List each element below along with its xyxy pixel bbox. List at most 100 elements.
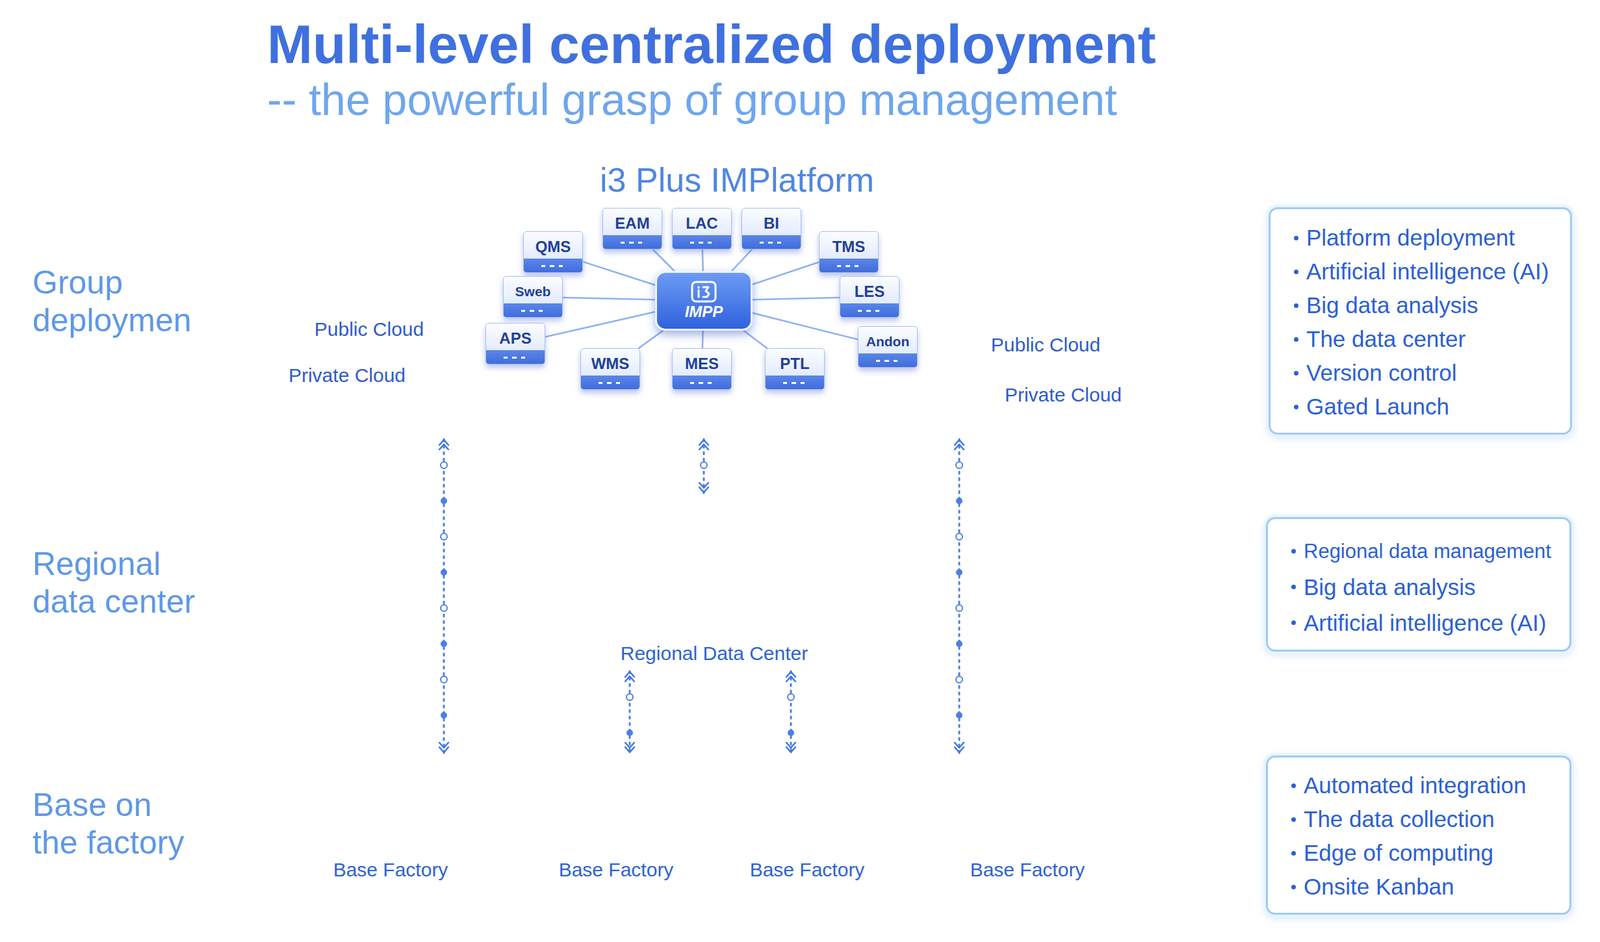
link-bead bbox=[440, 605, 448, 612]
factory-building bbox=[336, 753, 495, 853]
module-label: LES bbox=[848, 282, 891, 302]
link-beads bbox=[955, 462, 963, 719]
list-row: Gated Launch bbox=[1293, 389, 1556, 424]
cloud-part bbox=[276, 350, 452, 398]
module-box: TMS bbox=[818, 231, 879, 273]
factory-tile: Base Factory bbox=[289, 753, 517, 901]
module-box: QMS bbox=[523, 231, 583, 273]
module-box: BI bbox=[741, 207, 802, 250]
server-illustration bbox=[594, 508, 830, 624]
bullet-dot bbox=[1291, 584, 1296, 590]
tile-rim bbox=[291, 762, 515, 897]
link-bead bbox=[955, 533, 963, 541]
list-item: Onsite Kanban bbox=[1303, 874, 1455, 901]
data-link bbox=[790, 671, 793, 754]
circuit-trace bbox=[653, 249, 675, 271]
module-box: PTL bbox=[764, 348, 825, 390]
list-item: The data collection bbox=[1303, 806, 1495, 833]
list-row: Edge of computing bbox=[1291, 836, 1556, 871]
link-bead bbox=[626, 694, 633, 701]
circuit-trace bbox=[701, 330, 704, 349]
bullet-dot bbox=[1291, 549, 1296, 554]
module-label: PTL bbox=[773, 354, 817, 374]
link-beads bbox=[787, 694, 795, 736]
link-bead bbox=[441, 498, 447, 504]
circuit-trace bbox=[562, 297, 656, 300]
bullet-dot bbox=[1293, 269, 1299, 275]
circuit-trace bbox=[743, 330, 767, 349]
link-bead bbox=[955, 676, 963, 684]
module-label: Sweb bbox=[511, 282, 555, 302]
module-box: LAC bbox=[671, 207, 732, 250]
module-label: TMS bbox=[827, 237, 871, 257]
tile-top bbox=[298, 769, 508, 891]
feature-list-box: Platform deploymentArtificial intelligen… bbox=[1268, 207, 1573, 435]
circuit-trace bbox=[638, 330, 663, 349]
list-item: Platform deployment bbox=[1306, 224, 1515, 251]
cloud-shape: Public CloudPrivate Cloud bbox=[259, 259, 455, 410]
link-bead bbox=[700, 462, 708, 469]
list-item: Big data analysis bbox=[1303, 574, 1476, 601]
cloud-shape: Public CloudPrivate Cloud bbox=[968, 272, 1157, 429]
cloud-body bbox=[986, 291, 1159, 423]
link-bead bbox=[956, 712, 962, 719]
module-label: APS bbox=[493, 328, 537, 349]
bullet-dot bbox=[1291, 783, 1296, 789]
icon-glyph bbox=[698, 287, 710, 297]
factory-tile: Base Factory bbox=[722, 753, 892, 901]
link-bead bbox=[627, 730, 633, 736]
bubble bbox=[317, 266, 340, 289]
bullet-dot bbox=[1291, 885, 1296, 890]
list-item: Big data analysis bbox=[1306, 292, 1479, 319]
node-label: Private Cloud bbox=[1004, 384, 1122, 407]
tier-label: Group deploymen bbox=[32, 263, 221, 340]
data-center-tile: Regional Data Center bbox=[558, 493, 858, 671]
feature-list-box: Regional data managementBig data analysi… bbox=[1265, 517, 1572, 652]
module-box: Andon bbox=[857, 326, 918, 368]
data-link bbox=[443, 439, 446, 754]
circuit-trace bbox=[701, 249, 704, 271]
platform-top bbox=[413, 230, 1001, 410]
node-label: Base Factory bbox=[970, 859, 1086, 882]
link-bead bbox=[788, 730, 794, 736]
tier-separator bbox=[33, 454, 1573, 704]
circuit-trace bbox=[582, 261, 656, 286]
header-glow bbox=[493, 153, 982, 225]
module-label: Andon bbox=[866, 332, 910, 352]
link-bead bbox=[956, 498, 962, 504]
factory-building bbox=[571, 753, 695, 853]
platform-rim bbox=[413, 245, 1001, 424]
tier-label: Base on the factory bbox=[32, 786, 195, 862]
circuit-trace bbox=[752, 297, 840, 300]
tile-rim bbox=[725, 762, 890, 897]
factory-tile: Base Factory bbox=[904, 753, 1134, 901]
link-bead bbox=[441, 712, 447, 719]
list-row: Automated integration bbox=[1291, 768, 1556, 803]
tile-rim bbox=[535, 762, 698, 897]
core-chip: IMPP bbox=[655, 270, 753, 331]
link-beads bbox=[700, 462, 708, 469]
cloud-part bbox=[980, 379, 1140, 427]
list-row: Version control bbox=[1293, 356, 1556, 390]
list-row: Big data analysis bbox=[1291, 569, 1556, 606]
circuit-trace bbox=[731, 249, 752, 271]
factory-building bbox=[749, 753, 884, 853]
page-title: Multi-level centralized deployment bbox=[267, 16, 1157, 72]
list-row: The data center bbox=[1293, 322, 1556, 357]
feature-list-box: Automated integrationThe data collection… bbox=[1265, 755, 1572, 916]
list-row: Platform deployment bbox=[1293, 220, 1556, 255]
module-label: WMS bbox=[588, 354, 632, 374]
data-link bbox=[629, 671, 632, 754]
link-bead bbox=[440, 533, 448, 541]
node-label: Base Factory bbox=[749, 859, 865, 882]
link-bead bbox=[956, 641, 962, 647]
subtitle: -- the powerful grasp of group managemen… bbox=[267, 77, 1118, 122]
list-row: Artificial intelligence (AI) bbox=[1293, 254, 1556, 289]
chip-icon bbox=[690, 280, 717, 303]
node-label: Public Cloud bbox=[991, 334, 1101, 357]
link-beads bbox=[626, 694, 633, 736]
module-box: LES bbox=[839, 276, 900, 318]
node-label: Private Cloud bbox=[288, 364, 406, 388]
tier-label: Regional data center bbox=[32, 545, 221, 621]
